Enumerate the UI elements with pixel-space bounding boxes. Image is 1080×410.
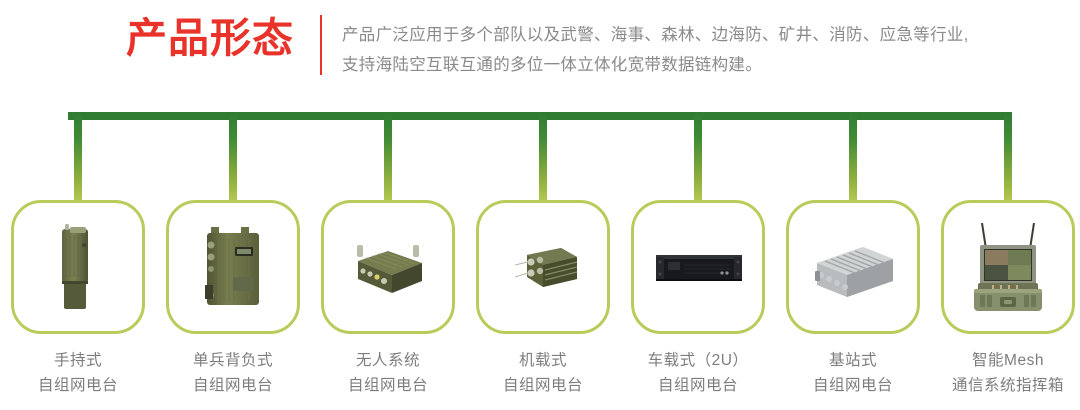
product-label-4-line2: 自组网电台	[502, 377, 583, 394]
tree-drop-2	[229, 112, 237, 204]
product-label-6: 基站式 自组网电台	[768, 348, 938, 398]
product-label-3: 无人系统 自组网电台	[303, 348, 473, 398]
product-label-7-line1: 智能Mesh	[972, 352, 1044, 369]
product-label-3-line1: 无人系统	[355, 352, 420, 369]
product-label-7-line2: 通信系统指挥箱	[951, 377, 1064, 394]
tree-drop-6	[849, 112, 857, 204]
product-card-3[interactable]	[321, 200, 455, 334]
page-header: 产品形态 产品广泛应用于多个部队以及武警、海事、森林、边海防、矿井、消防、应急等…	[0, 0, 1080, 95]
vehicle-rack-2u-icon	[646, 215, 750, 319]
product-card-6[interactable]	[786, 200, 920, 334]
tree-drop-1	[74, 112, 82, 204]
product-label-2-line2: 自组网电台	[192, 377, 273, 394]
tree-drop-7	[1004, 112, 1012, 204]
product-label-5-line1: 车载式（2U）	[647, 352, 749, 369]
product-label-1-line1: 手持式	[53, 352, 102, 369]
description-line-1: 产品广泛应用于多个部队以及武警、海事、森林、边海防、矿井、消防、应急等行业,	[342, 26, 969, 44]
manpack-radio-icon	[181, 215, 285, 319]
product-label-2-line1: 单兵背负式	[192, 352, 273, 369]
product-card-5[interactable]	[631, 200, 765, 334]
product-label-2: 单兵背负式 自组网电台	[148, 348, 318, 398]
mesh-command-case-icon	[956, 215, 1060, 319]
product-label-1-line2: 自组网电台	[37, 377, 118, 394]
product-card-4[interactable]	[476, 200, 610, 334]
page-title: 产品形态	[126, 15, 294, 61]
product-label-5-line2: 自组网电台	[657, 377, 738, 394]
product-label-5: 车载式（2U） 自组网电台	[613, 348, 783, 398]
base-station-radio-icon	[801, 215, 905, 319]
product-card-7[interactable]	[941, 200, 1075, 334]
product-label-6-line2: 自组网电台	[812, 377, 893, 394]
description-line-2: 支持海陆空互联互通的多位一体立体化宽带数据链构建。	[342, 56, 762, 74]
tree-drop-5	[694, 112, 702, 204]
product-label-6-line1: 基站式	[828, 352, 877, 369]
product-label-7: 智能Mesh 通信系统指挥箱	[923, 348, 1080, 398]
uav-radio-icon	[336, 215, 440, 319]
airborne-radio-icon	[491, 215, 595, 319]
product-label-row: 手持式 自组网电台 单兵背负式 自组网电台 无人系统 自组网电台 机载式 自组网…	[0, 348, 1080, 408]
page-description: 产品广泛应用于多个部队以及武警、海事、森林、边海防、矿井、消防、应急等行业, 支…	[342, 20, 992, 80]
tree-drop-3	[384, 112, 392, 204]
tree-trunk	[68, 112, 1012, 120]
tree-drop-4	[539, 112, 547, 204]
product-card-2[interactable]	[166, 200, 300, 334]
handheld-radio-icon	[26, 215, 130, 319]
product-label-4: 机载式 自组网电台	[458, 348, 628, 398]
product-label-4-line1: 机载式	[518, 352, 567, 369]
product-card-row	[0, 200, 1080, 340]
product-card-1[interactable]	[11, 200, 145, 334]
product-label-1: 手持式 自组网电台	[0, 348, 163, 398]
title-divider	[320, 15, 322, 75]
product-label-3-line2: 自组网电台	[347, 377, 428, 394]
